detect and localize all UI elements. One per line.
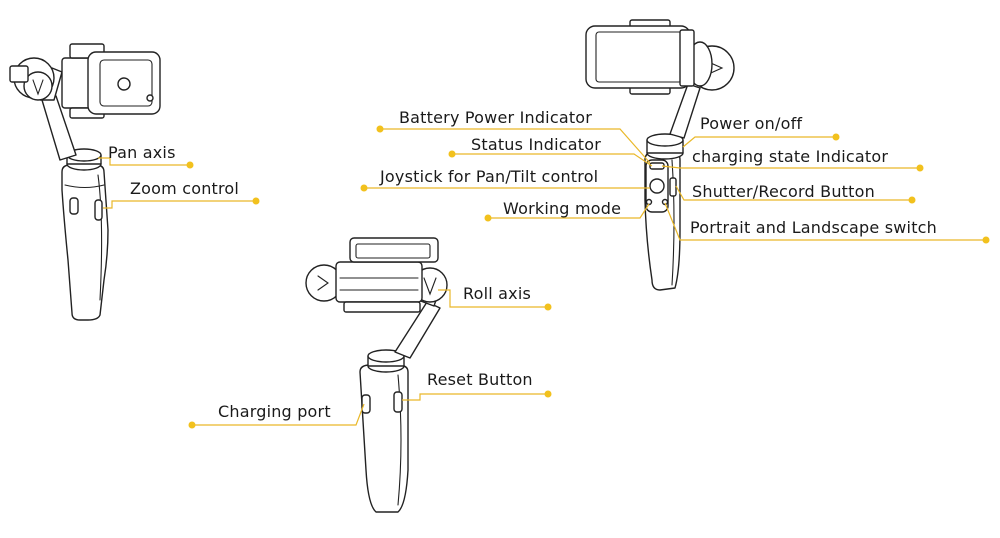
label-roll-axis: Roll axis [463,284,532,303]
label-pan-axis: Pan axis [108,143,176,162]
leader-lines [98,125,990,429]
label-status-indicator: Status Indicator [471,135,601,154]
label-battery-power-indicator: Battery Power Indicator [399,108,593,127]
label-zoom-control: Zoom control [130,179,240,198]
gimbal-phone-view [585,19,735,291]
label-charging-state-indicator: charging state Indicator [692,147,889,166]
label-portrait-landscape-switch: Portrait and Landscape switch [690,218,938,237]
gimbal-side-view [9,43,161,321]
label-joystick: Joystick for Pan/Tilt control [380,167,599,186]
label-power-on-off: Power on/off [700,114,803,133]
label-reset-button: Reset Button [427,370,533,389]
label-working-mode: Working mode [503,199,622,218]
label-shutter-record-button: Shutter/Record Button [692,182,875,201]
label-charging-port: Charging port [218,402,331,421]
gimbal-front-view [305,237,448,513]
